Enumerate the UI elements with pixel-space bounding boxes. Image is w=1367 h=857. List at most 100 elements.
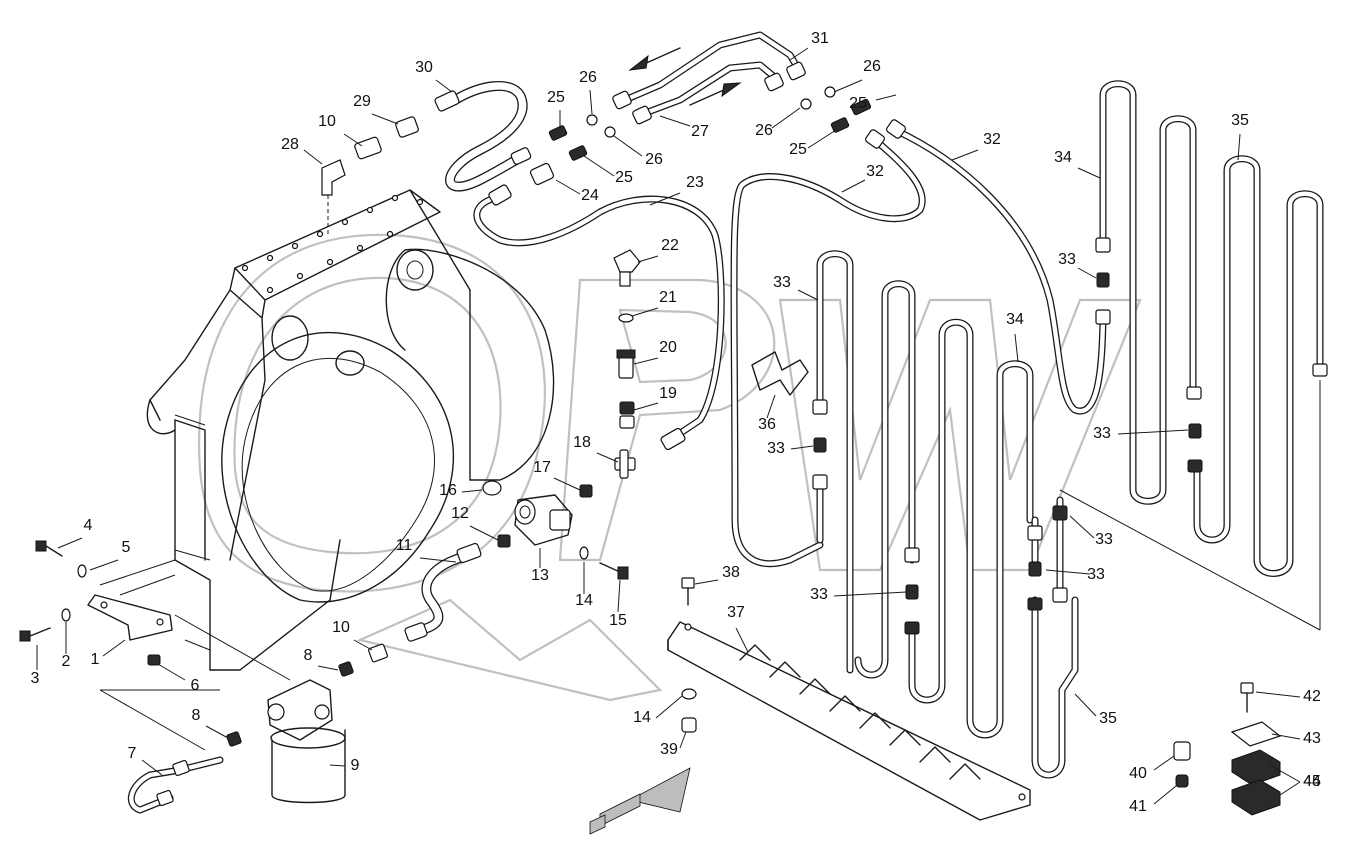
part-label: 42 [1303,688,1321,705]
elbow-28 [321,159,346,235]
leader-line [1153,785,1177,805]
nut-41 [1173,741,1191,761]
leader-line [637,255,659,263]
leader-line [617,579,621,613]
part-label: 16 [439,482,457,499]
leader-line [1269,764,1301,783]
leader-line [951,149,979,161]
part-label: 27 [691,123,709,140]
leader-line [461,489,483,493]
washer-2 [61,608,71,622]
clip-45 [1231,749,1281,816]
part-label: 25 [615,169,633,186]
part-label: 33 [767,440,785,457]
fittings-33 [812,237,1328,635]
part-label: 21 [659,289,677,306]
part-label: 29 [353,93,371,110]
leader-line [833,591,907,597]
leader-line [1237,133,1241,161]
part-label: 38 [722,564,740,581]
pump-13 [514,494,573,546]
part-label: 35 [1231,112,1249,129]
part-label: 34 [1006,311,1024,328]
part-label: 25 [547,89,565,106]
sensor-22 [613,249,641,287]
washer-5 [77,564,87,578]
part-label: 4 [84,517,93,534]
part-label: 33 [1095,531,1113,548]
nut-19 [619,401,635,429]
part-label: 32 [866,163,884,180]
leader-line [1077,167,1101,179]
leader-line [833,79,863,93]
leader-line [371,113,399,125]
part-label: 5 [122,539,131,556]
leader-line [596,452,619,463]
fitting-8-lower [226,731,242,747]
plate-44 [1230,721,1282,747]
part-label: 45 [1303,773,1321,790]
part-label: 30 [415,59,433,76]
part-label: 8 [192,707,201,724]
leader-line [807,129,837,149]
direction-arrow-icon [689,82,742,106]
part-label: 6 [191,677,200,694]
fitting-29 [395,116,419,138]
part-label: 35 [1099,710,1117,727]
nut-40 [681,717,697,733]
pipe-32 [730,119,1107,568]
cap-42 [1175,774,1189,788]
fitting-8-upper [338,661,354,677]
part-label: 24 [581,187,599,204]
leader-line [317,665,339,671]
bolt-39 [681,577,695,606]
leader-line [1271,733,1301,740]
leader-line [790,445,814,450]
filter-9 [267,679,346,804]
part-label: 8 [304,647,313,664]
part-label: 14 [575,592,593,609]
part-label: 34 [1054,149,1072,166]
part-label: 25 [849,95,867,112]
leader-line [649,192,681,206]
fitting-12 [497,534,511,548]
leader-line [771,107,801,129]
fitting-6 [147,654,161,666]
leader-line [633,357,659,365]
leader-line [102,639,126,657]
leader-line [89,559,119,571]
gearbox-housing [146,189,555,671]
part-label: 33 [773,274,791,291]
leader-line [1153,755,1175,771]
part-label: 26 [755,122,773,139]
pipe-31 [612,31,806,125]
part-label: 14 [633,709,651,726]
leader-line [1045,569,1091,575]
part-label: 1 [91,651,100,668]
fitting-17 [579,484,593,498]
leader-line [435,79,453,93]
part-label: 2 [62,653,71,670]
coil-35-left [854,280,1079,779]
part-label: 40 [1129,765,1147,782]
pipe-7 [127,756,224,814]
part-label: 28 [281,136,299,153]
leader-line [655,695,683,719]
leader-line [157,663,186,681]
bolt-15 [599,562,629,580]
leader-line [613,135,643,157]
watermark-logo [197,233,1142,702]
part-label: 44 [1303,773,1321,790]
part-label: 23 [686,174,704,191]
leader-line [841,179,866,193]
leader-line [1074,693,1097,717]
bolt-3 [19,627,51,642]
leader-line [1069,515,1095,539]
adapter-20 [616,349,636,379]
part-label: 13 [531,567,549,584]
tee-18 [614,449,636,479]
part-label: 33 [1093,425,1111,442]
part-label: 43 [1303,730,1321,747]
leader-line [875,94,897,101]
